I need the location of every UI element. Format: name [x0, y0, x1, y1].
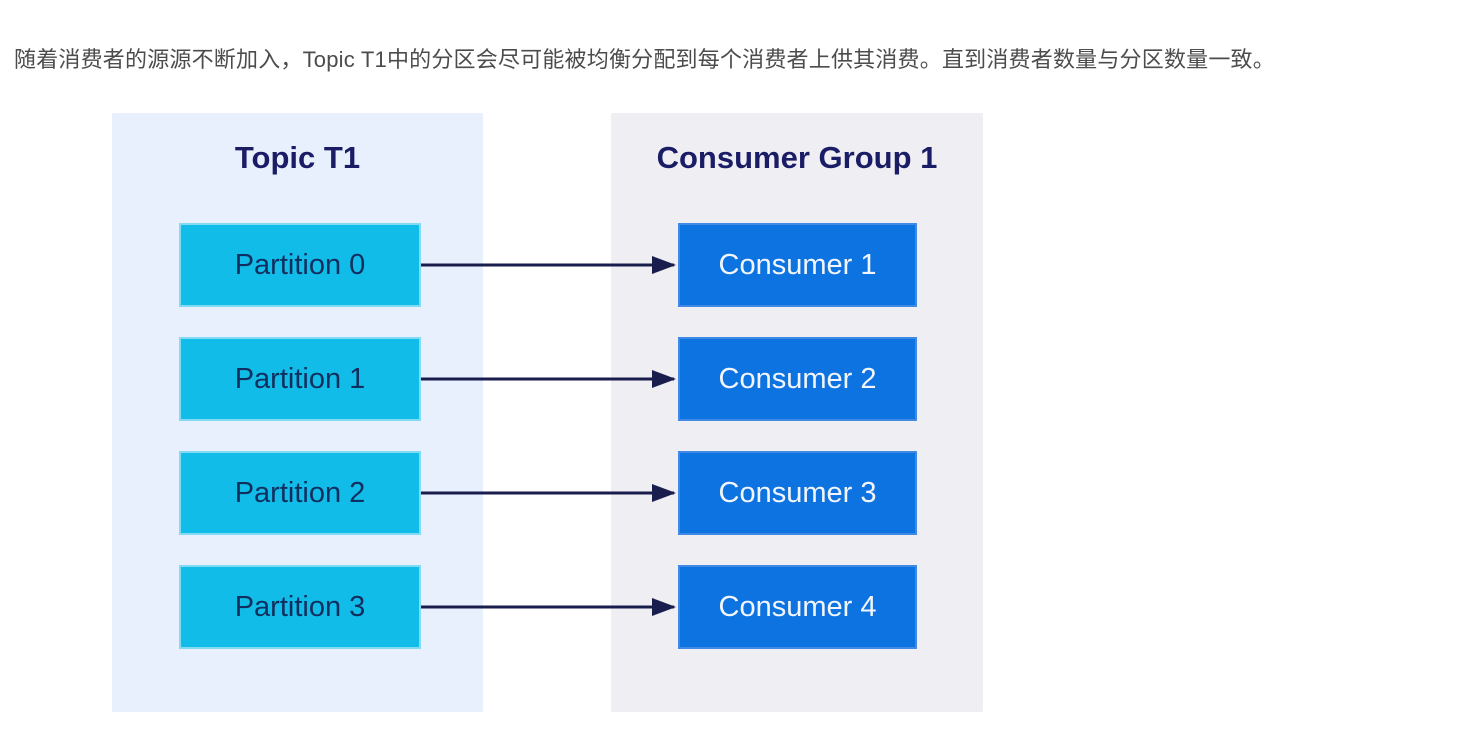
partition-1-box: Partition 1 — [179, 337, 421, 421]
kafka-partition-consumer-diagram: Topic T1 Consumer Group 1 Partition 0 Pa… — [112, 113, 983, 712]
partition-3-box: Partition 3 — [179, 565, 421, 649]
consumer-group-title: Consumer Group 1 — [656, 140, 938, 175]
consumer-4-box: Consumer 4 — [678, 565, 917, 649]
consumer-2-box: Consumer 2 — [678, 337, 917, 421]
topic-title: Topic T1 — [234, 140, 361, 175]
consumer-3-box: Consumer 3 — [678, 451, 917, 535]
description-text: 随着消费者的源源不断加入，Topic T1中的分区会尽可能被均衡分配到每个消费者… — [14, 47, 1275, 72]
consumer-1-box: Consumer 1 — [678, 223, 917, 307]
partition-0-box: Partition 0 — [179, 223, 421, 307]
partition-2-box: Partition 2 — [179, 451, 421, 535]
